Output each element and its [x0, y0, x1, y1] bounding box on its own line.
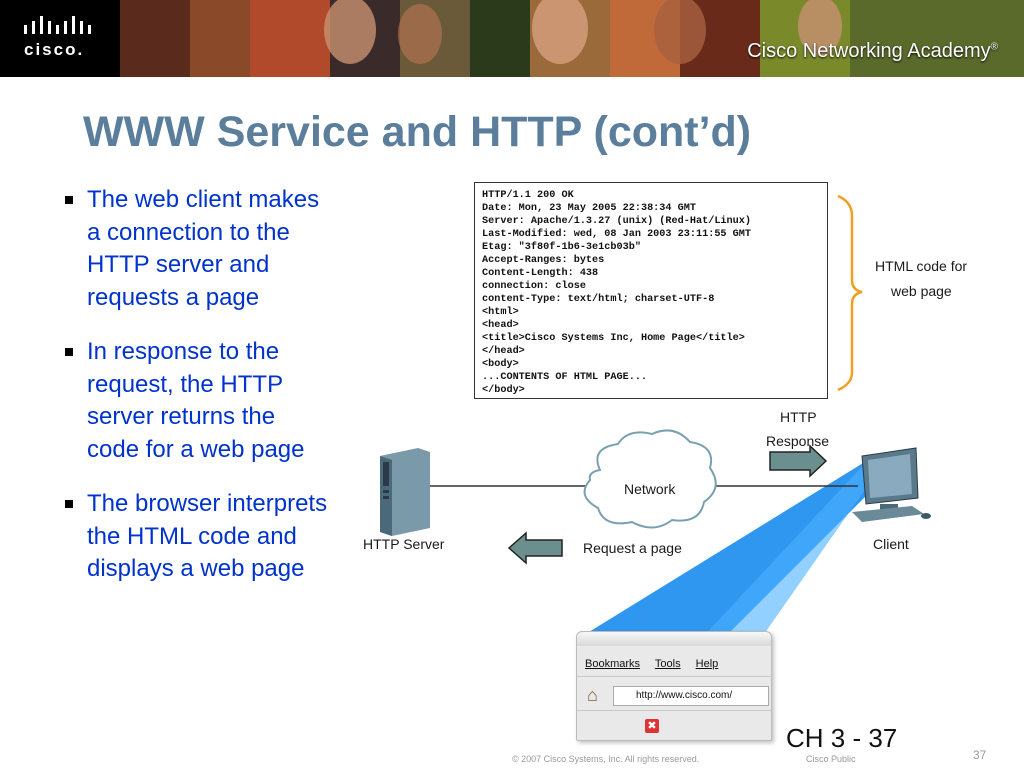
- request-arrow-icon: [507, 531, 563, 565]
- http-response-line: <title>Cisco Systems Inc, Home Page</tit…: [482, 333, 745, 344]
- http-response-line: </body>: [482, 385, 525, 396]
- academy-name: Cisco Networking Academy: [747, 40, 991, 62]
- http-response-line: Date: Mon, 23 May 2005 22:38:34 GMT: [482, 203, 696, 214]
- bullet-item: In response to the request, the HTTP ser…: [60, 336, 365, 466]
- http-response-line: Etag: "3f80f-1b6-3e1cb03b": [482, 242, 641, 253]
- http-response-label-line2: Response: [766, 433, 830, 449]
- http-response-line: HTTP/1.1 200 OK: [482, 190, 574, 201]
- bullet-list: The web client makes a connection to the…: [60, 184, 365, 608]
- slide-title: WWW Service and HTTP (cont’d): [83, 108, 752, 156]
- bullet-text: The browser interprets the HTML code and…: [87, 490, 328, 582]
- bullet-marker-icon: [65, 500, 73, 508]
- bullet-marker-icon: [65, 196, 73, 204]
- browser-title-bar: [577, 632, 771, 646]
- http-response-line: </head>: [482, 346, 525, 357]
- http-response-line: connection: close: [482, 281, 586, 292]
- divider: [577, 710, 771, 711]
- response-arrow-icon: [769, 444, 828, 478]
- banner-photo-strip: [120, 0, 1024, 77]
- bullet-item: The web client makes a connection to the…: [60, 184, 365, 314]
- classification-text: Cisco Public: [806, 754, 856, 764]
- cisco-logo: cisco.: [0, 0, 120, 77]
- client-label: Client: [873, 536, 909, 552]
- page-number: 37: [973, 748, 987, 762]
- http-response-line: ...CONTENTS OF HTML PAGE...: [482, 372, 648, 383]
- request-page-label: Request a page: [583, 540, 682, 556]
- copyright-text: © 2007 Cisco Systems, Inc. All rights re…: [512, 754, 700, 764]
- network-cloud-icon: [583, 429, 717, 529]
- network-label: Network: [624, 481, 676, 497]
- menu-bookmarks[interactable]: Bookmarks: [585, 658, 641, 670]
- html-code-label-line2: web page: [891, 283, 952, 299]
- bracket-icon: [837, 194, 863, 392]
- header-banner: cisco. Cisco Networking Academy®: [0, 0, 1024, 77]
- cisco-wordmark: cisco.: [24, 40, 85, 59]
- html-code-label: HTML code for: [875, 258, 968, 274]
- menu-help[interactable]: Help: [695, 658, 719, 670]
- cisco-bars-icon: [24, 16, 91, 34]
- http-response-line: content-Type: text/html; charset-UTF-8: [482, 294, 715, 305]
- http-server-label: HTTP Server: [363, 536, 445, 552]
- bullet-text: In response to the request, the HTTP ser…: [87, 338, 305, 463]
- slide-reference: CH 3 - 37: [786, 728, 898, 748]
- http-response-line: Server: Apache/1.3.27 (unix) (Red-Hat/Li…: [482, 216, 751, 227]
- beam-highlight: [700, 460, 880, 640]
- networking-academy-label: Cisco Networking Academy®: [747, 40, 998, 63]
- http-response-label: HTTP: [780, 409, 817, 425]
- server-icon: [380, 448, 430, 536]
- divider: [577, 676, 771, 677]
- http-response-box: HTTP/1.1 200 OK Date: Mon, 23 May 2005 2…: [474, 182, 828, 399]
- http-response-line: <head>: [482, 320, 519, 331]
- menu-tools[interactable]: Tools: [654, 658, 681, 670]
- home-icon[interactable]: ⌂: [587, 685, 598, 705]
- http-response-line: Accept-Ranges: bytes: [482, 255, 605, 266]
- http-response-line: <html>: [482, 307, 519, 318]
- trademark-mark: ®: [990, 41, 998, 53]
- http-response-text: HTTP/1.1 200 OK Date: Mon, 23 May 2005 2…: [482, 189, 827, 397]
- http-response-line: Last-Modified: wed, 08 Jan 2003 23:11:55…: [482, 229, 751, 240]
- bullet-item: The browser interprets the HTML code and…: [60, 488, 365, 586]
- http-response-line: Content-Length: 438: [482, 268, 599, 279]
- browser-window: Bookmarks Tools Help ⌂ http://www.cisco.…: [576, 631, 772, 741]
- bullet-text: The web client makes a connection to the…: [87, 186, 320, 311]
- bullet-marker-icon: [65, 348, 73, 356]
- client-computer-icon: [852, 447, 931, 522]
- http-response-line: <body>: [482, 359, 519, 370]
- stop-icon[interactable]: ✖: [645, 719, 659, 733]
- address-bar[interactable]: http://www.cisco.com/: [613, 686, 769, 706]
- browser-menu-bar: Bookmarks Tools Help: [585, 658, 730, 670]
